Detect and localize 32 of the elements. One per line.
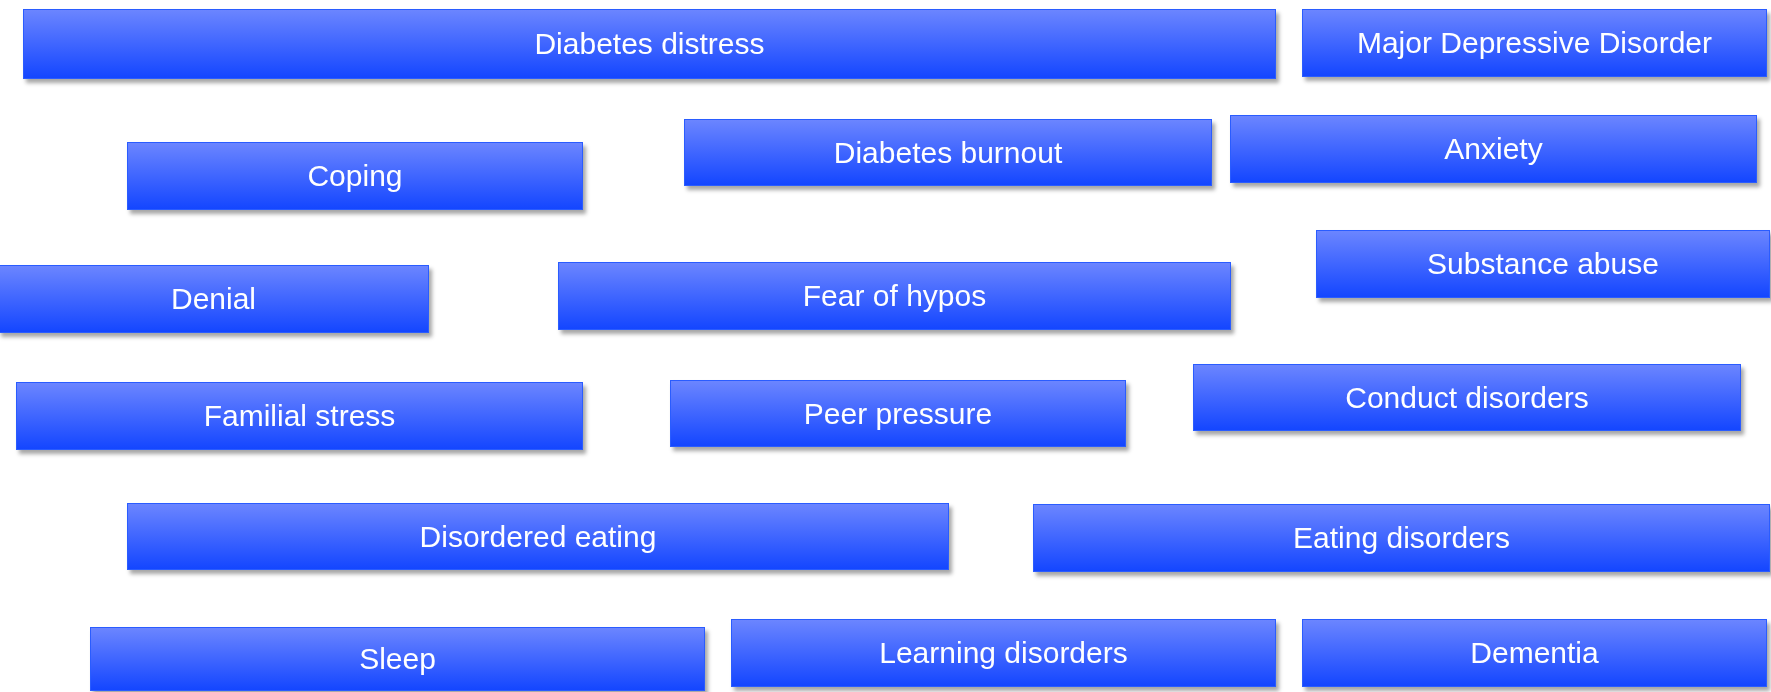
term-label: Diabetes distress	[534, 27, 765, 61]
term-label: Anxiety	[1444, 132, 1543, 166]
term-label: Coping	[307, 159, 403, 193]
term-label: Eating disorders	[1293, 521, 1510, 555]
term-box	[1302, 619, 1767, 687]
term-label: Sleep	[359, 642, 436, 676]
term-box	[670, 380, 1126, 447]
term-label: Fear of hypos	[802, 279, 987, 313]
term-label: Major Depressive Disorder	[1356, 26, 1713, 60]
term-box	[558, 262, 1231, 330]
term-box	[16, 382, 583, 450]
term-label: Disordered eating	[419, 519, 657, 554]
term-box	[1302, 9, 1767, 77]
term-box	[127, 142, 583, 210]
term-label: Denial	[170, 282, 257, 316]
term-box	[684, 119, 1212, 186]
term-label: Dementia	[1470, 636, 1599, 670]
term-label: Peer pressure	[803, 396, 993, 431]
term-box	[23, 9, 1276, 79]
term-label: Familial stress	[203, 399, 396, 433]
term-box	[731, 619, 1276, 687]
term-box	[1316, 230, 1770, 298]
term-box	[1033, 504, 1770, 572]
term-box	[90, 627, 705, 691]
term-box	[0, 265, 429, 333]
term-label: Substance abuse	[1427, 247, 1659, 281]
term-label: Learning disorders	[879, 636, 1128, 670]
term-label: Diabetes burnout	[833, 135, 1063, 170]
term-label: Conduct disorders	[1345, 380, 1589, 415]
term-box	[1230, 115, 1757, 183]
term-box	[127, 503, 949, 570]
term-box	[1193, 364, 1741, 431]
